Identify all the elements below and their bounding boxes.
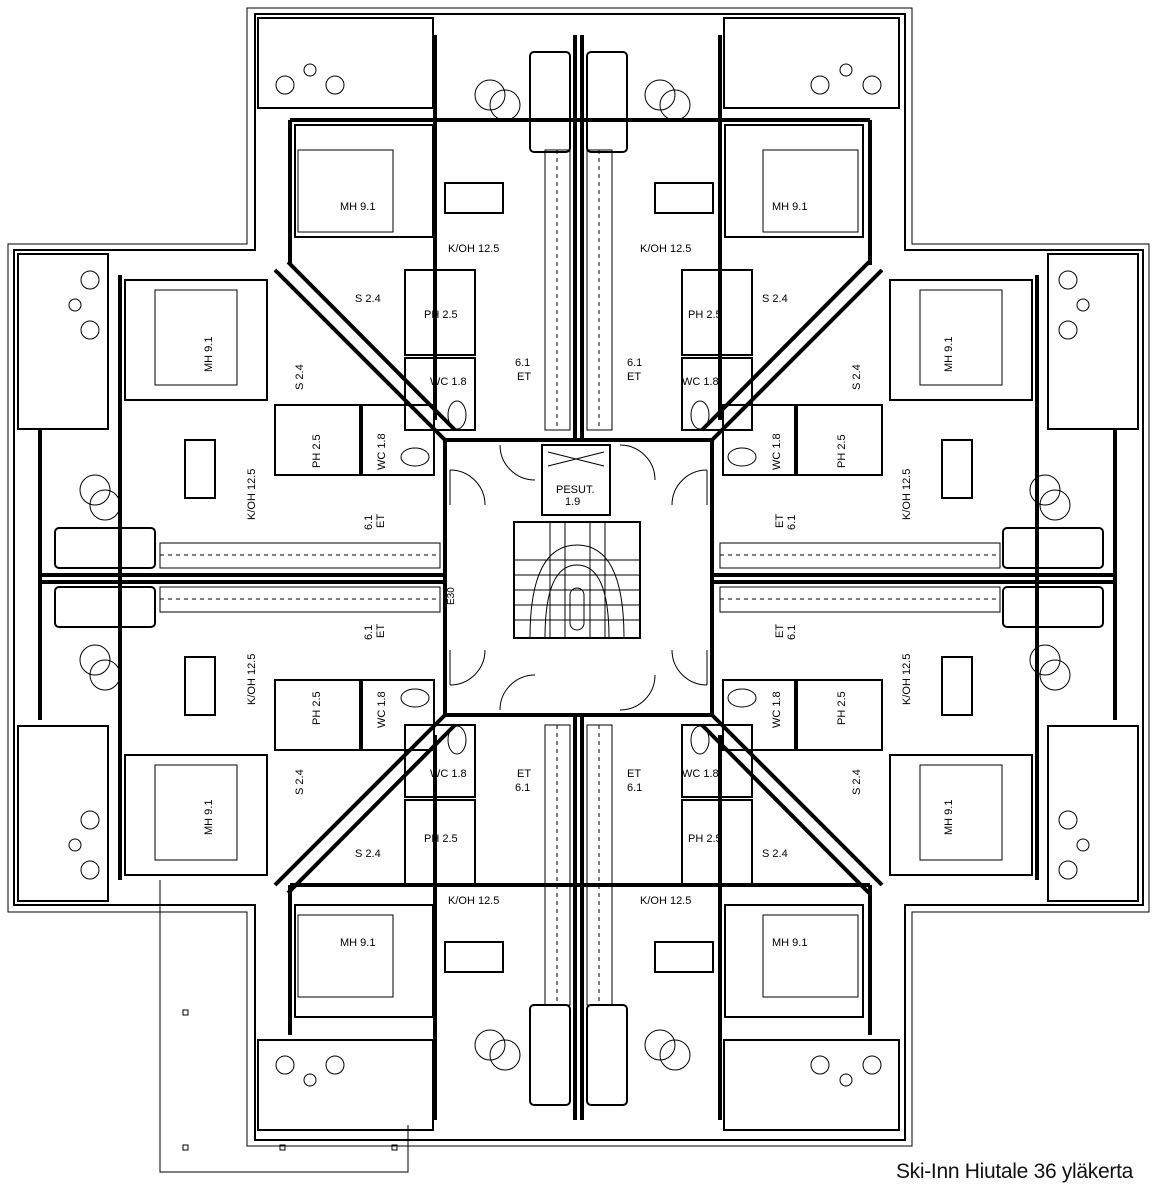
label-bath: PH 2.5 [836, 434, 848, 468]
label-storage: S 2.4 [851, 364, 863, 390]
label-wc: WC 1.8 [430, 768, 467, 780]
label-bath: PH 2.5 [424, 833, 458, 845]
dining-tables [79, 79, 1071, 1071]
label-bedroom: MH 9.1 [203, 337, 215, 372]
label-kitchen: K/OH 12.5 [901, 654, 913, 705]
label-landing-area: 1.9 [565, 496, 580, 508]
wet-rooms [274, 269, 883, 886]
label-hall-area: 6.1 [786, 515, 798, 530]
label-bedroom: MH 9.1 [943, 337, 955, 372]
label-storage: S 2.4 [355, 293, 381, 305]
label-hall-area: 6.1 [515, 782, 530, 794]
label-wc: WC 1.8 [376, 433, 388, 470]
label-kitchen: K/OH 12.5 [901, 469, 913, 520]
label-storage: S 2.4 [355, 848, 381, 860]
label-storage: S 2.4 [851, 769, 863, 795]
plan-caption: Ski-Inn Hiutale 36 yläkerta [895, 1160, 1133, 1183]
label-storage: S 2.4 [294, 364, 306, 390]
label-small-mark: E30 [446, 587, 457, 605]
label-kitchen: K/OH 12.5 [246, 469, 258, 520]
label-hall: ET [627, 371, 641, 383]
label-hall-area: 6.1 [363, 515, 375, 530]
label-hall-area: 6.1 [363, 625, 375, 640]
label-storage: S 2.4 [762, 293, 788, 305]
bedrooms [124, 124, 1033, 1018]
room-labels: K/OH 12.5 MH 9.1 PH 2.5 WC 1.8 S 2.4 6.1… [203, 201, 955, 949]
label-hall: ET [774, 624, 786, 638]
label-wc: WC 1.8 [771, 433, 783, 470]
label-bath: PH 2.5 [836, 691, 848, 725]
label-kitchen: K/OH 12.5 [448, 895, 499, 907]
label-wc: WC 1.8 [771, 691, 783, 728]
label-bath: PH 2.5 [311, 691, 323, 725]
lower-floor-outline [159, 880, 409, 1173]
label-hall: ET [517, 768, 531, 780]
label-hall-area: 6.1 [515, 357, 530, 369]
label-bedroom: MH 9.1 [203, 800, 215, 835]
label-hall: ET [627, 768, 641, 780]
label-wc: WC 1.8 [376, 691, 388, 728]
label-kitchen: K/OH 12.5 [640, 243, 691, 255]
label-kitchen: K/OH 12.5 [246, 654, 258, 705]
label-wc: WC 1.8 [682, 376, 719, 388]
label-bedroom: MH 9.1 [340, 201, 375, 213]
label-bedroom: MH 9.1 [772, 937, 807, 949]
diagonal-walls [273, 260, 884, 895]
label-storage: S 2.4 [294, 769, 306, 795]
label-kitchen: K/OH 12.5 [448, 243, 499, 255]
kitchen-counters [54, 51, 1104, 1106]
label-wc: WC 1.8 [682, 768, 719, 780]
label-bath: PH 2.5 [424, 309, 458, 321]
label-bedroom: MH 9.1 [772, 201, 807, 213]
label-hall: ET [774, 514, 786, 528]
label-bath: PH 2.5 [311, 434, 323, 468]
label-hall-area: 6.1 [786, 625, 798, 640]
label-storage: S 2.4 [762, 848, 788, 860]
label-bedroom: MH 9.1 [340, 937, 375, 949]
balconies [17, 17, 1139, 1131]
label-hall: ET [517, 371, 531, 383]
label-wc: WC 1.8 [430, 376, 467, 388]
label-hall-area: 6.1 [627, 782, 642, 794]
label-hall-area: 6.1 [627, 357, 642, 369]
label-bath: PH 2.5 [688, 833, 722, 845]
label-bedroom: MH 9.1 [943, 800, 955, 835]
label-bath: PH 2.5 [688, 309, 722, 321]
label-hall: ET [375, 514, 387, 528]
label-kitchen: K/OH 12.5 [640, 895, 691, 907]
party-walls [40, 35, 1115, 1120]
label-landing-name: PESUT. [556, 484, 595, 496]
stair-hall [443, 438, 714, 717]
label-hall: ET [375, 624, 387, 638]
